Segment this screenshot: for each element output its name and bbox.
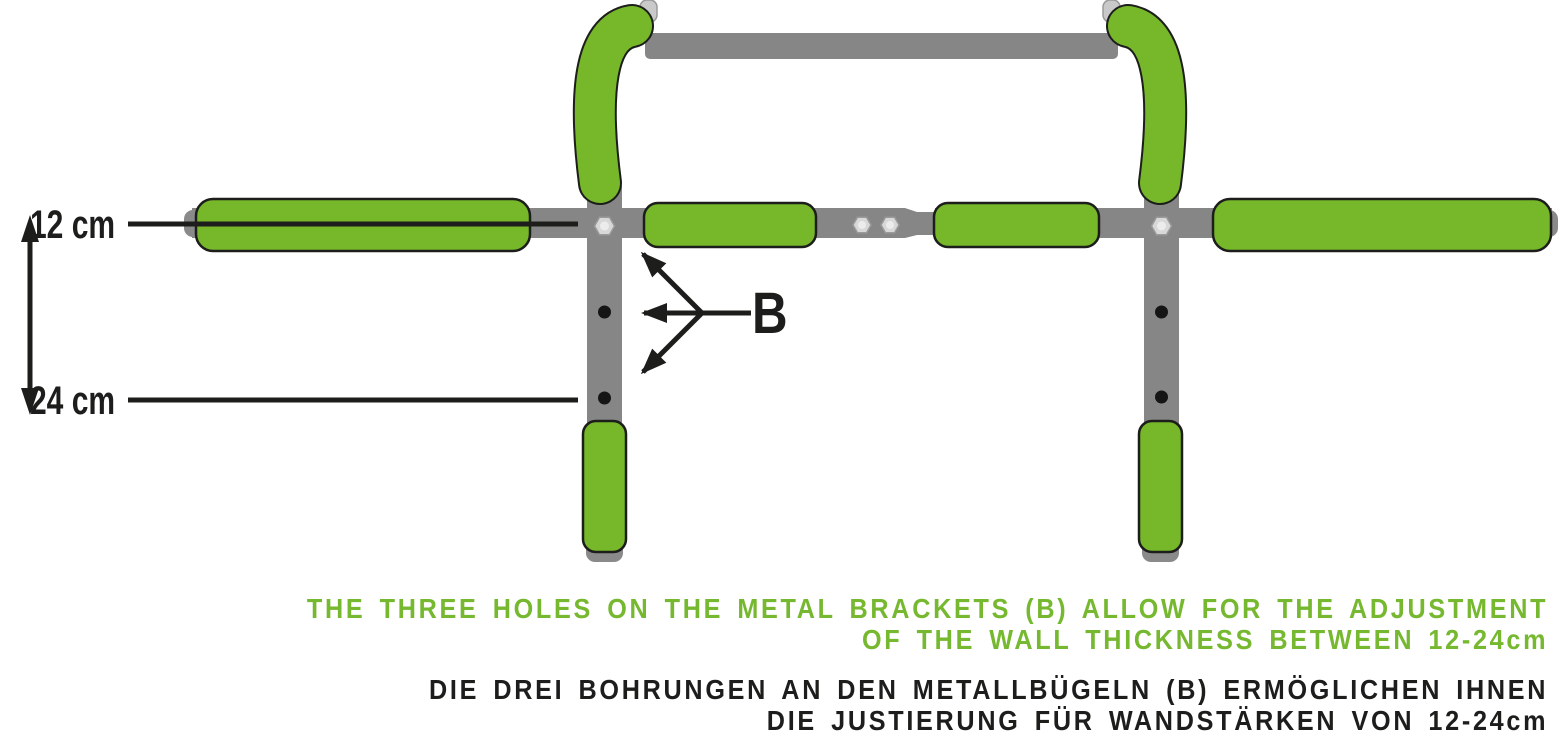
caption-en-line1: THE THREE HOLES ON THE METAL BRACKETS (B… <box>306 593 1548 624</box>
right-grip <box>1211 197 1553 253</box>
caption-en: THE THREE HOLES ON THE METAL BRACKETS (B… <box>307 593 1548 655</box>
right-bracket-bottom-hole <box>1155 390 1168 404</box>
caption-de: DIE DREI BOHRUNGEN AN DEN METALLBÜGELN (… <box>307 674 1548 736</box>
left-bracket-bottom-hole <box>598 391 611 405</box>
dimension-label-24cm: 24 cm <box>30 379 116 423</box>
right-bracket-hex-bolt <box>1150 216 1173 236</box>
top-crossbar <box>645 33 1118 59</box>
mid-left-grip <box>642 201 818 249</box>
right-bracket-middle-hole <box>1155 305 1168 319</box>
main-bar-taper <box>905 208 935 238</box>
left-foot-pad <box>581 419 628 554</box>
caption-en-line2: OF THE WALL THICKNESS BETWEEN 12-24cm <box>861 624 1548 655</box>
caption-de-line2: DIE JUSTIERUNG FÜR WANDSTÄRKEN VON 12-24… <box>766 705 1548 736</box>
left-curved-handle <box>574 6 652 203</box>
left-bracket-hex-bolt <box>593 216 616 236</box>
mid-right-grip <box>932 201 1101 249</box>
right-curved-handle <box>1108 6 1186 203</box>
center-hex-bolt-left <box>852 216 872 234</box>
dim-double-arrow <box>21 215 39 415</box>
bracket-pointer-arrows <box>640 251 751 375</box>
caption-block: THE THREE HOLES ON THE METAL BRACKETS (B… <box>307 593 1548 736</box>
center-hex-bolt-right <box>880 216 900 234</box>
right-foot-pad <box>1137 419 1184 554</box>
dimension-label-12cm: 12 cm <box>30 203 116 247</box>
left-bracket-middle-hole <box>598 305 611 319</box>
caption-de-line1: DIE DREI BOHRUNGEN AN DEN METALLBÜGELN (… <box>428 674 1548 705</box>
bracket-label-b: B <box>752 281 788 346</box>
